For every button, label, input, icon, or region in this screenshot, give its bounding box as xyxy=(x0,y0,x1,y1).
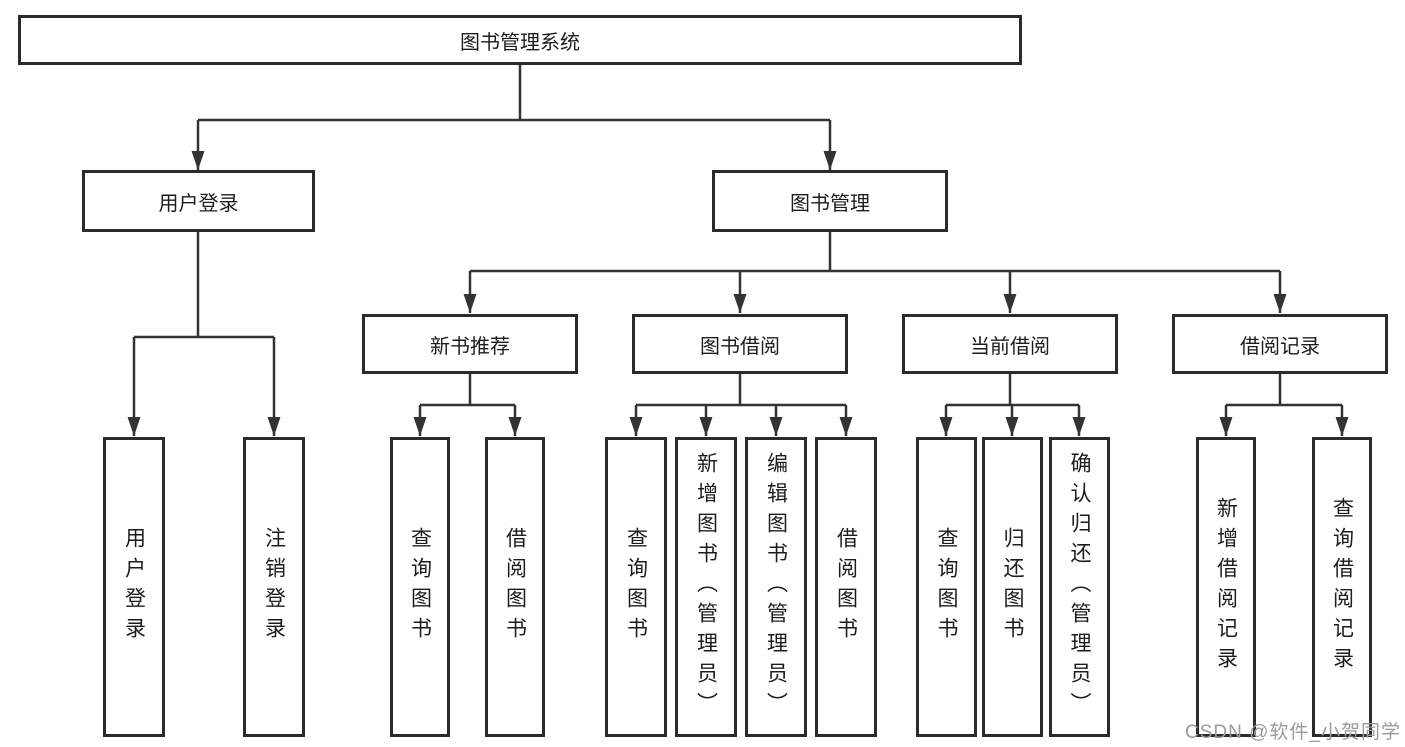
leaf-label: 查询图书 xyxy=(624,527,648,647)
node-new-book-recommend: 新书推荐 xyxy=(362,314,578,374)
node-leaf-return-books: 归还图书 xyxy=(982,437,1043,737)
leaf-label: 新增图书（管理员） xyxy=(694,452,718,722)
leaf-label: 新增借阅记录 xyxy=(1214,497,1238,677)
node-leaf-user-login: 用户登录 xyxy=(103,437,165,737)
leaf-label: 归还图书 xyxy=(1001,527,1024,647)
node-leaf-query-books-2: 查询图书 xyxy=(605,437,667,737)
leaf-label: 编辑图书（管理员） xyxy=(764,452,788,722)
node-book-management: 图书管理 xyxy=(712,170,948,232)
node-leaf-query-books-1: 查询图书 xyxy=(390,437,450,737)
node-current-borrowing: 当前借阅 xyxy=(902,314,1118,374)
node-leaf-edit-book-admin: 编辑图书（管理员） xyxy=(745,437,807,737)
node-leaf-add-book-admin: 新增图书（管理员） xyxy=(675,437,737,737)
leaf-label: 借阅图书 xyxy=(834,527,858,647)
leaf-label: 查询借阅记录 xyxy=(1330,497,1354,677)
leaf-label: 注销登录 xyxy=(262,527,286,647)
node-root: 图书管理系统 xyxy=(18,15,1022,65)
leaf-label: 查询图书 xyxy=(408,527,432,647)
leaf-label: 确认归还（管理员） xyxy=(1068,452,1091,722)
node-leaf-query-borrow-record: 查询借阅记录 xyxy=(1312,437,1372,737)
node-borrowing-records: 借阅记录 xyxy=(1172,314,1388,374)
node-book-borrowing: 图书借阅 xyxy=(632,314,848,374)
csdn-watermark: CSDN @软件_小贺同学 xyxy=(1185,722,1401,743)
node-leaf-borrow-books-2: 借阅图书 xyxy=(815,437,877,737)
node-leaf-query-books-3: 查询图书 xyxy=(916,437,977,737)
node-leaf-borrow-books-1: 借阅图书 xyxy=(485,437,545,737)
node-leaf-logout: 注销登录 xyxy=(243,437,305,737)
node-leaf-confirm-return-admin: 确认归还（管理员） xyxy=(1049,437,1110,737)
leaf-label: 借阅图书 xyxy=(503,527,527,647)
node-user-login: 用户登录 xyxy=(82,170,315,232)
leaf-label: 查询图书 xyxy=(935,527,958,647)
node-leaf-add-borrow-record: 新增借阅记录 xyxy=(1196,437,1256,737)
leaf-label: 用户登录 xyxy=(122,527,146,647)
